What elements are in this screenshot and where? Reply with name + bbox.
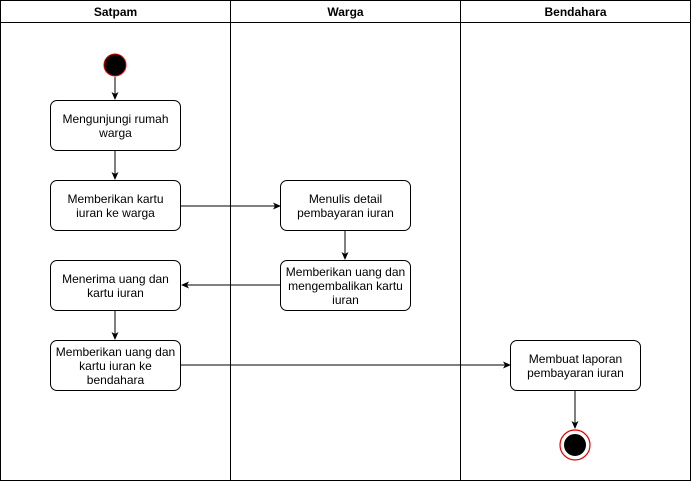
- activity-label: Memberikan uang dan kartu iuran ke benda…: [55, 344, 176, 387]
- activity-menulis-detail: Menulis detail pembayaran iuran: [280, 180, 411, 231]
- lane-header-satpam: Satpam: [0, 0, 231, 23]
- activity-menerima-uang: Menerima uang dan kartu iuran: [50, 260, 181, 311]
- activity-mengunjungi: Mengunjungi rumah warga: [50, 100, 181, 151]
- lane-header-warga: Warga: [230, 0, 461, 23]
- activity-label: Memberikan kartu iuran ke warga: [67, 191, 164, 220]
- activity-label: Menerima uang dan kartu iuran: [62, 271, 169, 300]
- lane-title: Bendahara: [544, 4, 607, 19]
- lane-bendahara: [460, 22, 691, 481]
- activity-memberikan-kartu: Memberikan kartu iuran ke warga: [50, 180, 181, 231]
- lane-title: Satpam: [93, 4, 138, 19]
- activity-membuat-laporan: Membuat laporan pembayaran iuran: [510, 340, 641, 391]
- lane-title: Warga: [327, 4, 364, 19]
- activity-label: Memberikan uang dan mengembalikan kartu …: [285, 264, 406, 307]
- activity-label: Membuat laporan pembayaran iuran: [527, 351, 624, 380]
- activity-label: Menulis detail pembayaran iuran: [297, 191, 394, 220]
- lane-header-bendahara: Bendahara: [460, 0, 691, 23]
- activity-memberikan-uang-kembali: Memberikan uang dan mengembalikan kartu …: [280, 260, 411, 311]
- lane-warga: [230, 22, 461, 481]
- lane-satpam: [0, 22, 231, 481]
- activity-label: Mengunjungi rumah warga: [62, 111, 169, 140]
- activity-memberikan-bendahara: Memberikan uang dan kartu iuran ke benda…: [50, 340, 181, 391]
